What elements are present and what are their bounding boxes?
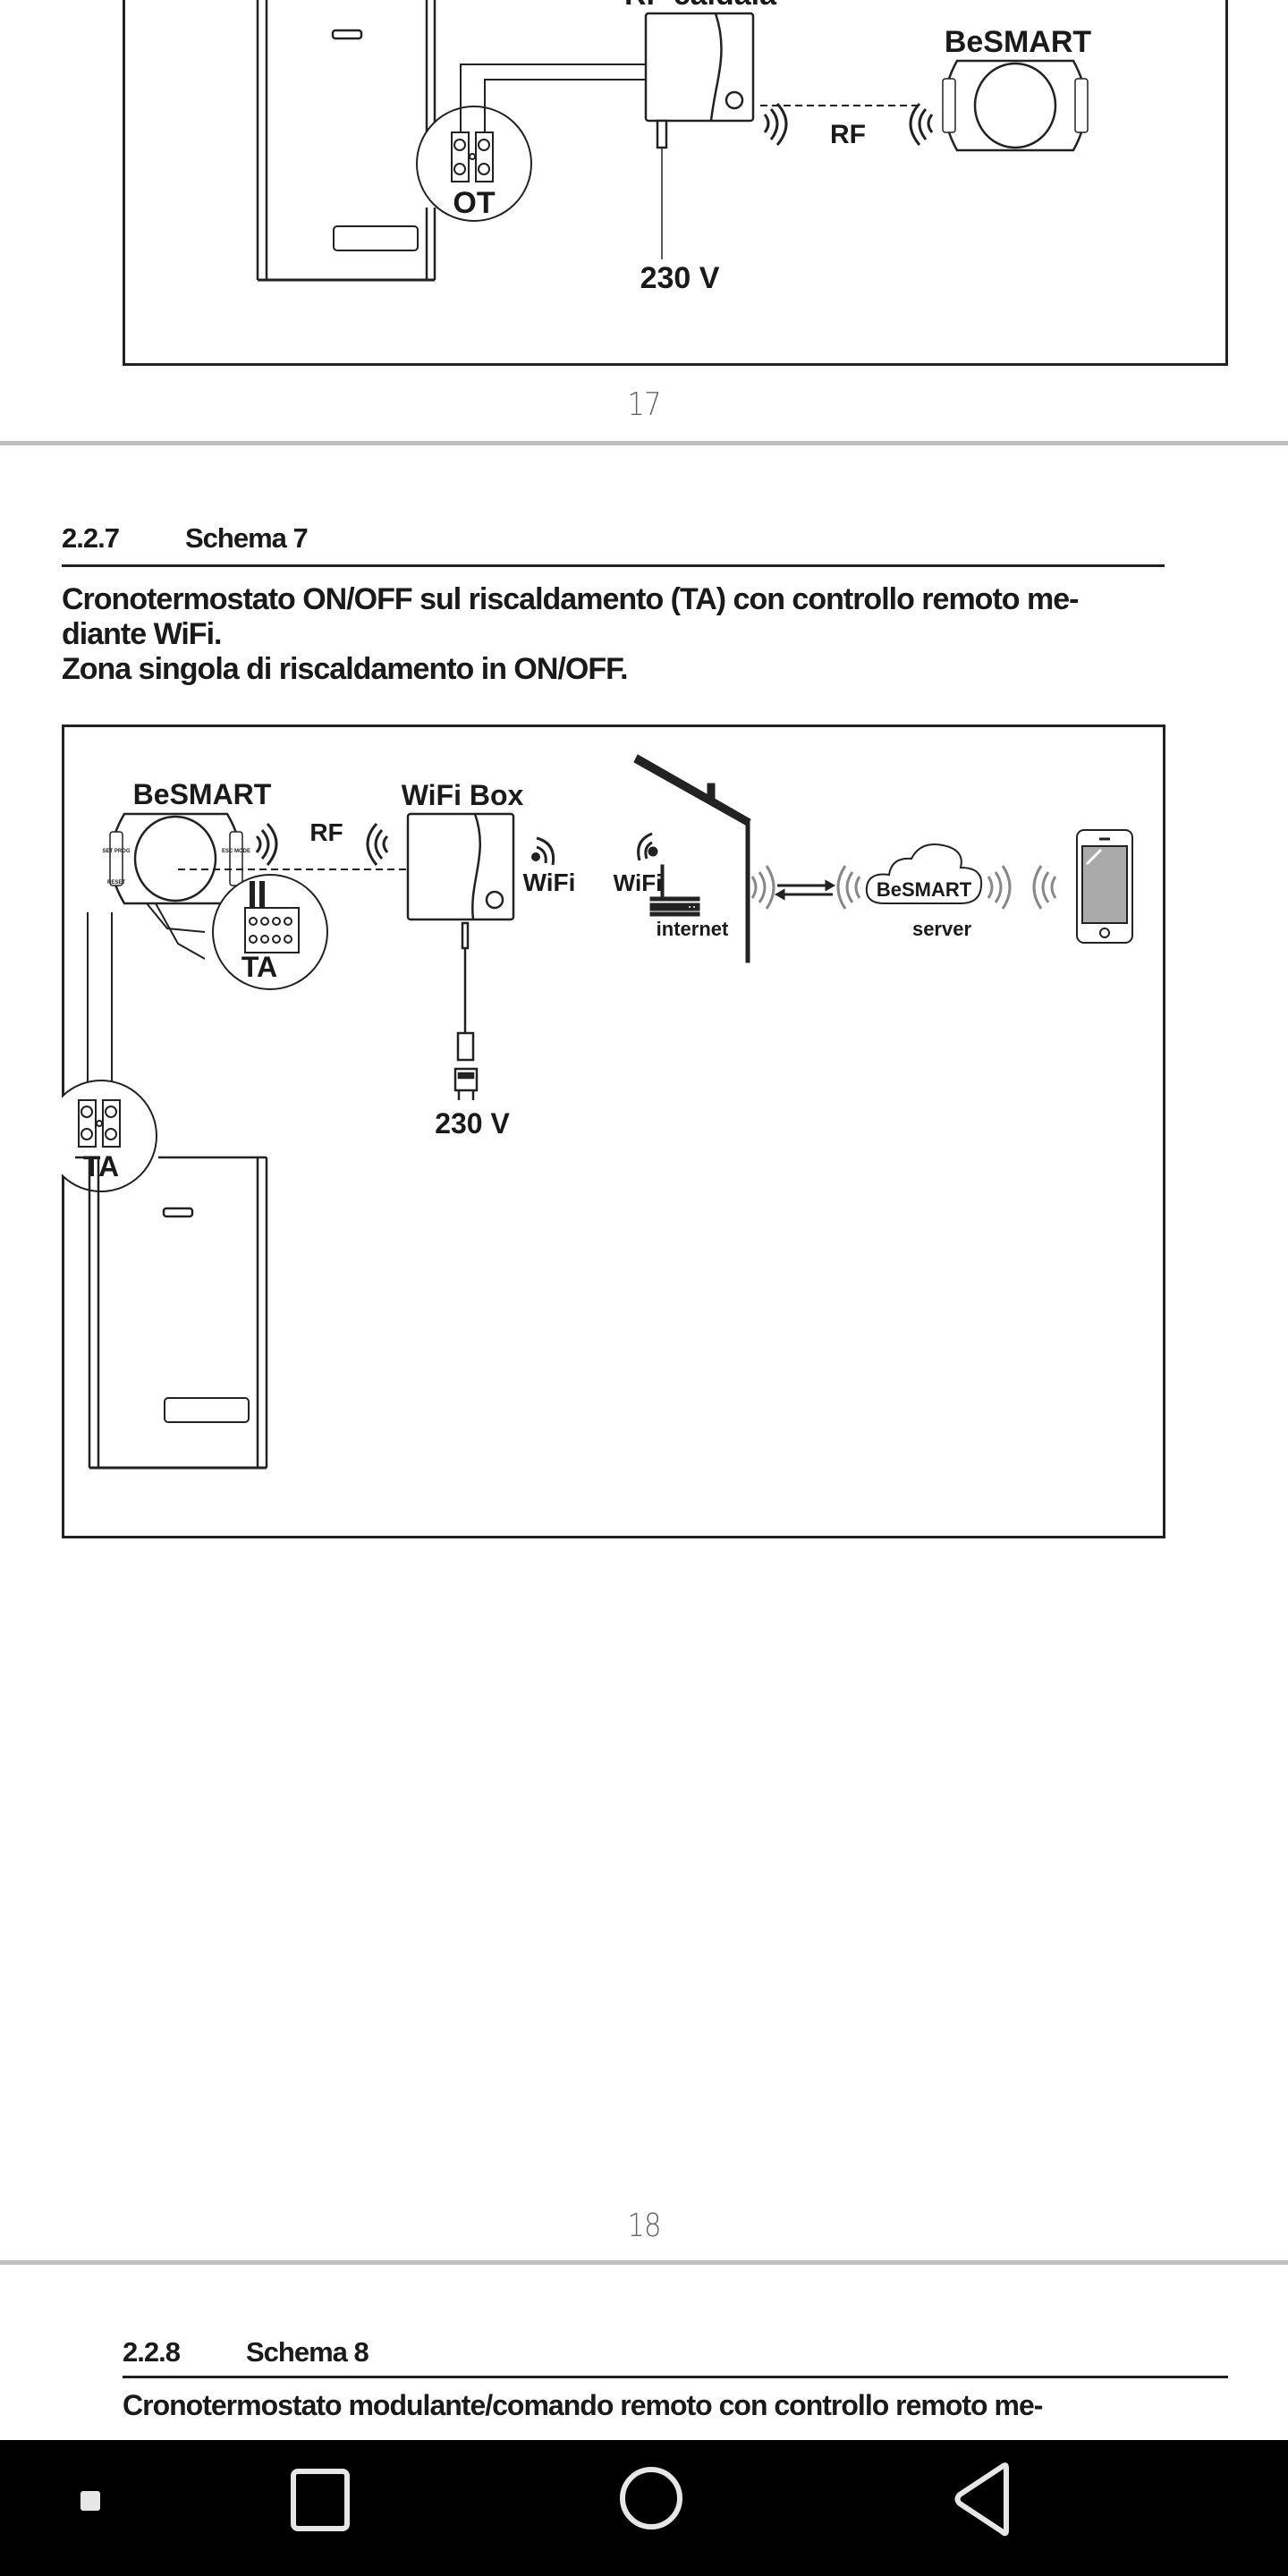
signal-wave-cloud-right-icon — [987, 865, 1012, 910]
reset-label: RESET — [107, 880, 125, 886]
section-number: 2.2.8 — [123, 2336, 181, 2368]
power-label: 230 V — [640, 261, 720, 295]
signal-wave-cloud-left-icon — [836, 865, 861, 910]
wifi-label: WiFi — [523, 869, 576, 896]
thermostat-button-labels: SET PROG RESET ESC MODE — [102, 849, 250, 886]
triangle-back-icon — [954, 2462, 1009, 2537]
rf-wave-wifibox-icon — [366, 822, 389, 866]
rf-box-label: RF caldaia — [624, 0, 777, 12]
server-label: server — [912, 918, 972, 940]
ta-wires — [87, 912, 113, 1100]
router-wifi-label: WiFi — [614, 869, 663, 896]
cloud-label: BeSMART — [877, 878, 972, 901]
esc-mode-label: ESC MODE — [222, 849, 250, 854]
signal-wave-router-icon — [750, 865, 775, 910]
menu-button[interactable] — [70, 2470, 109, 2529]
ot-label: OT — [453, 186, 495, 220]
small-square-icon — [80, 2491, 100, 2511]
description-line-2: diante WiFi. — [62, 617, 222, 651]
boiler-icon — [75, 1156, 268, 1470]
besmart-label: BeSMART — [945, 25, 1092, 59]
square-icon — [291, 2469, 350, 2531]
section-rule — [62, 564, 1165, 567]
rf-wave-left-icon — [909, 102, 934, 146]
router-wifi-icon — [637, 832, 658, 861]
section-title: Schema 8 — [246, 2336, 369, 2368]
section-number: 2.2.7 — [62, 522, 120, 554]
ot-wires — [460, 64, 646, 132]
page-separator — [0, 2260, 1288, 2265]
cloud-server-icon — [865, 843, 983, 904]
ot-terminal-icon — [416, 106, 532, 222]
thermostat-icon — [109, 812, 243, 905]
section-heading-2-2-7: 2.2.7 Schema 7 — [62, 522, 309, 555]
page17-diagram-frame — [123, 0, 1228, 366]
section-heading-2-2-8: 2.2.8 Schema 8 — [123, 2336, 369, 2368]
page-number-18: 18 — [627, 2207, 661, 2244]
boiler-icon — [256, 0, 436, 282]
rf-label: RF — [830, 120, 866, 149]
wifi-box-icon — [406, 812, 515, 1100]
besmart-label: BeSMART — [133, 778, 272, 810]
rf-label: RF — [309, 818, 343, 846]
android-navigation-bar — [0, 2440, 1288, 2576]
rf-receiver-icon — [644, 12, 755, 259]
schema7-diagram: BeSMART SET PROG RESET ESC MODE RF TA — [62, 754, 1133, 1470]
signal-wave-phone-icon — [1032, 865, 1057, 910]
ta-terminal-thermostat-icon — [146, 874, 328, 990]
home-button[interactable] — [608, 2453, 693, 2546]
internet-label: internet — [657, 918, 729, 940]
page-separator — [0, 441, 1288, 445]
wifi-box-label: WiFi Box — [402, 779, 524, 811]
description-line-1: Cronotermostato ON/OFF sul riscaldamento… — [62, 582, 1079, 616]
rf-wave-thermostat-icon — [255, 822, 278, 866]
router-icon — [649, 864, 700, 917]
description-line-3: Zona singola di riscaldamento in ON/OFF. — [62, 652, 629, 686]
section-title: Schema 7 — [185, 522, 309, 554]
rf-wave-right-icon — [763, 102, 788, 146]
back-button[interactable] — [939, 2453, 1024, 2546]
section-description: Cronotermostato ON/OFF sul riscaldamento… — [62, 582, 1171, 687]
section-rule — [123, 2376, 1228, 2378]
ta-label-thermostat: TA — [242, 951, 277, 983]
smartphone-icon — [1076, 829, 1133, 944]
thermostat-icon — [942, 59, 1089, 152]
bidirectional-arrows-icon — [774, 879, 836, 901]
house-roof-icon — [633, 754, 751, 963]
wifi-signal-icon — [531, 836, 555, 866]
circle-icon — [620, 2467, 682, 2529]
set-prog-label: SET PROG — [102, 849, 130, 854]
recents-button[interactable] — [277, 2453, 362, 2546]
page-number-17: 17 — [627, 386, 661, 423]
power-label: 230 V — [435, 1107, 510, 1140]
page17-diagram: OT RF caldaia 230 V RF BeSMART — [256, 0, 1092, 295]
section-description-partial: Cronotermostato modulante/comando remoto… — [123, 2389, 1043, 2421]
ta-terminal-boiler-icon — [62, 1080, 157, 1192]
